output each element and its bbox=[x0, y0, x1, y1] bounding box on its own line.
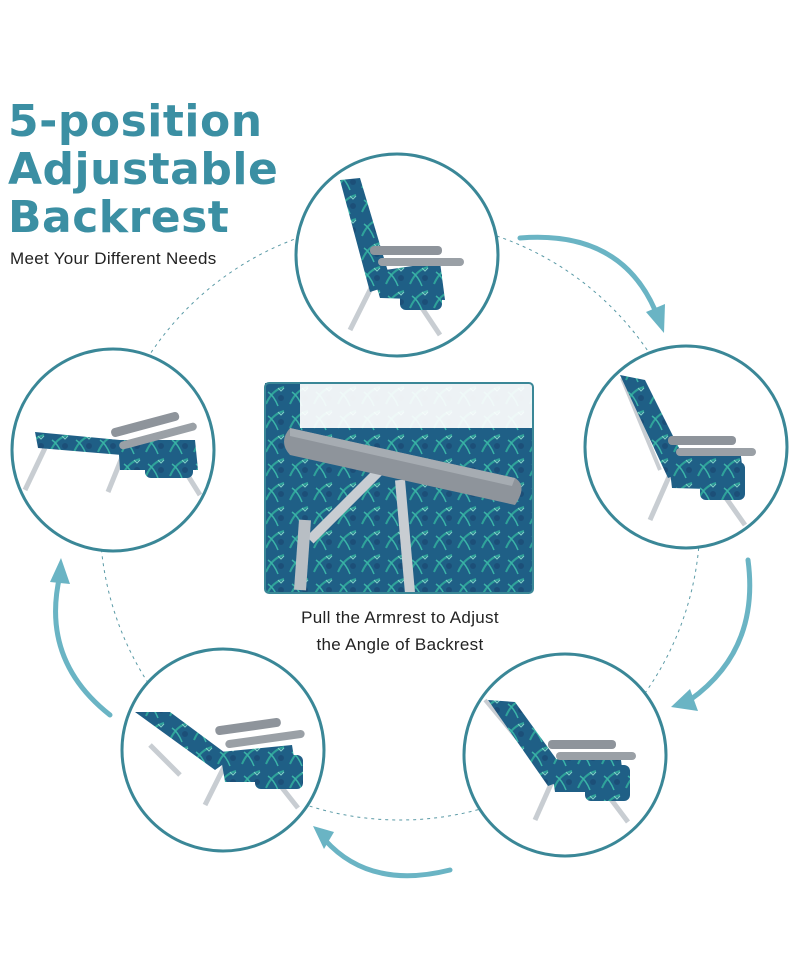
headline-line-3: Backrest bbox=[8, 192, 230, 243]
position-circle-upright bbox=[294, 152, 500, 358]
cycle-arrows bbox=[53, 234, 753, 879]
position-circle-reclined-3 bbox=[120, 647, 326, 853]
subheadline: Meet Your Different Needs bbox=[10, 249, 217, 268]
arrow-top-right bbox=[517, 234, 658, 313]
chair-upright bbox=[340, 178, 464, 337]
arrowhead-top-right bbox=[646, 304, 665, 333]
chair-reclined-1 bbox=[620, 375, 756, 527]
arrowhead-bottom bbox=[313, 826, 334, 849]
chair-flat bbox=[22, 411, 203, 497]
arrow-right bbox=[687, 557, 753, 703]
chair-reclined-2 bbox=[483, 698, 636, 824]
headline-line-2: Adjustable bbox=[8, 144, 279, 195]
armrest-caption: Pull the Armrest to Adjust the Angle of … bbox=[264, 604, 536, 658]
arrowhead-right bbox=[671, 689, 698, 711]
armrest-detail-photo bbox=[264, 382, 534, 594]
headline: 5-position Adjustable Backrest bbox=[8, 98, 278, 242]
position-circle-flat bbox=[10, 347, 216, 553]
caption-line-2: the Angle of Backrest bbox=[316, 635, 484, 654]
arrow-left bbox=[53, 572, 113, 718]
headline-line-1: 5-position bbox=[8, 96, 263, 147]
chair-reclined-3 bbox=[135, 712, 305, 810]
arrowhead-left bbox=[50, 558, 70, 584]
position-circle-reclined-1 bbox=[583, 344, 789, 550]
position-circle-reclined-2 bbox=[462, 652, 668, 858]
caption-line-1: Pull the Armrest to Adjust bbox=[301, 608, 499, 627]
arrow-bottom bbox=[322, 837, 453, 879]
